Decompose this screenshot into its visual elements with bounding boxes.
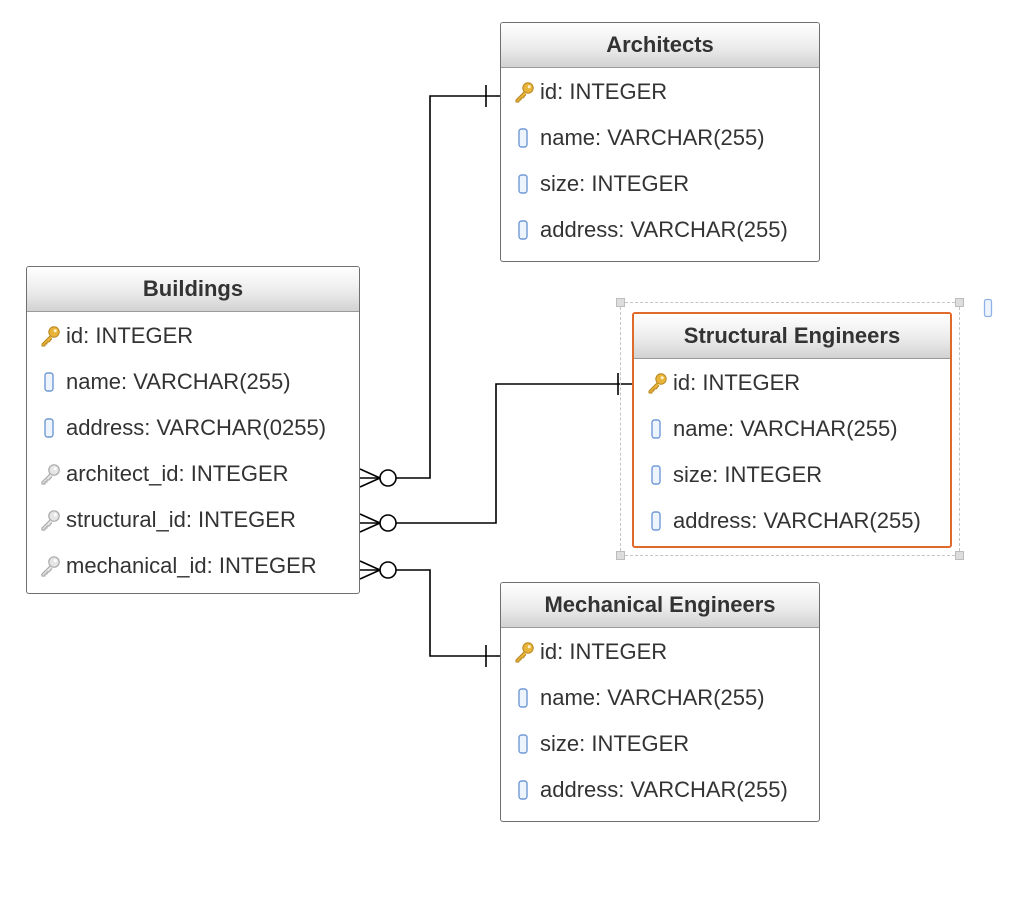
field-label: name: VARCHAR(255) [540, 685, 765, 710]
entity-title: Buildings [27, 267, 359, 312]
resize-handle-top-right[interactable] [955, 298, 964, 307]
primary-key-icon [39, 325, 61, 347]
field-row[interactable]: address: VARCHAR(255) [501, 207, 819, 253]
field-label: id: INTEGER [540, 79, 668, 104]
optional-circle [379, 469, 397, 487]
field-row[interactable]: address: VARCHAR(0255) [27, 405, 359, 451]
field-label: architect_id: INTEGER [66, 461, 289, 486]
optional-circle [379, 514, 397, 532]
relationship-mechanical [396, 569, 500, 657]
field-row[interactable]: name: VARCHAR(255) [501, 675, 819, 721]
entity-title: Structural Engineers [634, 314, 950, 359]
foreign-key-icon [39, 463, 61, 485]
field-row[interactable]: structural_id: INTEGER [27, 497, 359, 543]
primary-key-icon [513, 641, 535, 663]
selection-frame [616, 298, 964, 560]
field-label: address: VARCHAR(255) [540, 777, 788, 802]
column-icon [513, 687, 535, 709]
field-label: structural_id: INTEGER [66, 507, 296, 532]
column-icon [646, 418, 668, 440]
field-row[interactable]: name: VARCHAR(255) [634, 406, 950, 452]
field-list: id: INTEGER name: VARCHAR(255) size: INT… [501, 68, 819, 253]
field-row[interactable]: id: INTEGER [634, 360, 950, 406]
field-label: id: INTEGER [66, 323, 194, 348]
field-row[interactable]: name: VARCHAR(255) [27, 359, 359, 405]
crows-foot-bottom [359, 477, 381, 488]
primary-key-icon [646, 372, 668, 394]
column-icon [39, 417, 61, 439]
field-list: id: INTEGER name: VARCHAR(255) address: … [27, 312, 359, 589]
entity-title: Architects [501, 23, 819, 68]
field-label: name: VARCHAR(255) [66, 369, 291, 394]
field-label: address: VARCHAR(255) [540, 217, 788, 242]
field-list: id: INTEGER name: VARCHAR(255) size: INT… [634, 359, 950, 544]
foreign-key-icon [39, 509, 61, 531]
field-label: address: VARCHAR(0255) [66, 415, 327, 440]
column-icon [513, 173, 535, 195]
field-label: id: INTEGER [673, 370, 801, 395]
crows-foot-top [359, 560, 381, 571]
column-icon [513, 779, 535, 801]
entity-buildings[interactable]: Buildings id: INTEGER name: VARCHAR(255)… [26, 266, 360, 594]
field-row[interactable]: size: INTEGER [501, 161, 819, 207]
field-label: mechanical_id: INTEGER [66, 553, 317, 578]
field-label: id: INTEGER [540, 639, 668, 664]
primary-key-icon [513, 81, 535, 103]
column-icon [983, 298, 993, 318]
resize-handle-top-left[interactable] [616, 298, 625, 307]
column-icon [646, 510, 668, 532]
field-row[interactable]: address: VARCHAR(255) [501, 767, 819, 813]
entity-title: Mechanical Engineers [501, 583, 819, 628]
field-label: address: VARCHAR(255) [673, 508, 921, 533]
field-list: id: INTEGER name: VARCHAR(255) size: INT… [501, 628, 819, 813]
field-row[interactable]: mechanical_id: INTEGER [27, 543, 359, 589]
field-label: size: INTEGER [673, 462, 823, 487]
entity-structural-engineers[interactable]: Structural Engineers id: INTEGER name: V… [632, 312, 952, 548]
field-row[interactable]: id: INTEGER [27, 313, 359, 359]
column-icon [513, 733, 535, 755]
field-row[interactable]: id: INTEGER [501, 69, 819, 115]
field-row[interactable]: name: VARCHAR(255) [501, 115, 819, 161]
field-label: name: VARCHAR(255) [673, 416, 898, 441]
field-row[interactable]: architect_id: INTEGER [27, 451, 359, 497]
entity-mechanical-engineers[interactable]: Mechanical Engineers id: INTEGER name: V… [500, 582, 820, 822]
crows-foot-top [359, 513, 381, 524]
relationship-structural [396, 383, 632, 524]
crows-foot-bottom [359, 522, 381, 533]
field-label: size: INTEGER [540, 171, 690, 196]
resize-handle-bottom-right[interactable] [955, 551, 964, 560]
optional-circle [379, 561, 397, 579]
field-label: name: VARCHAR(255) [540, 125, 765, 150]
relationship-architect [396, 95, 500, 479]
foreign-key-icon [39, 555, 61, 577]
field-row[interactable]: size: INTEGER [634, 452, 950, 498]
column-icon [39, 371, 61, 393]
field-row[interactable]: address: VARCHAR(255) [634, 498, 950, 544]
column-icon [513, 219, 535, 241]
crows-foot-bottom [359, 569, 381, 580]
field-row[interactable]: id: INTEGER [501, 629, 819, 675]
crows-foot-top [359, 468, 381, 479]
field-label: size: INTEGER [540, 731, 690, 756]
resize-handle-bottom-left[interactable] [616, 551, 625, 560]
column-icon [646, 464, 668, 486]
entity-architects[interactable]: Architects id: INTEGER name: VARCHAR(255… [500, 22, 820, 262]
field-row[interactable]: size: INTEGER [501, 721, 819, 767]
column-icon [513, 127, 535, 149]
